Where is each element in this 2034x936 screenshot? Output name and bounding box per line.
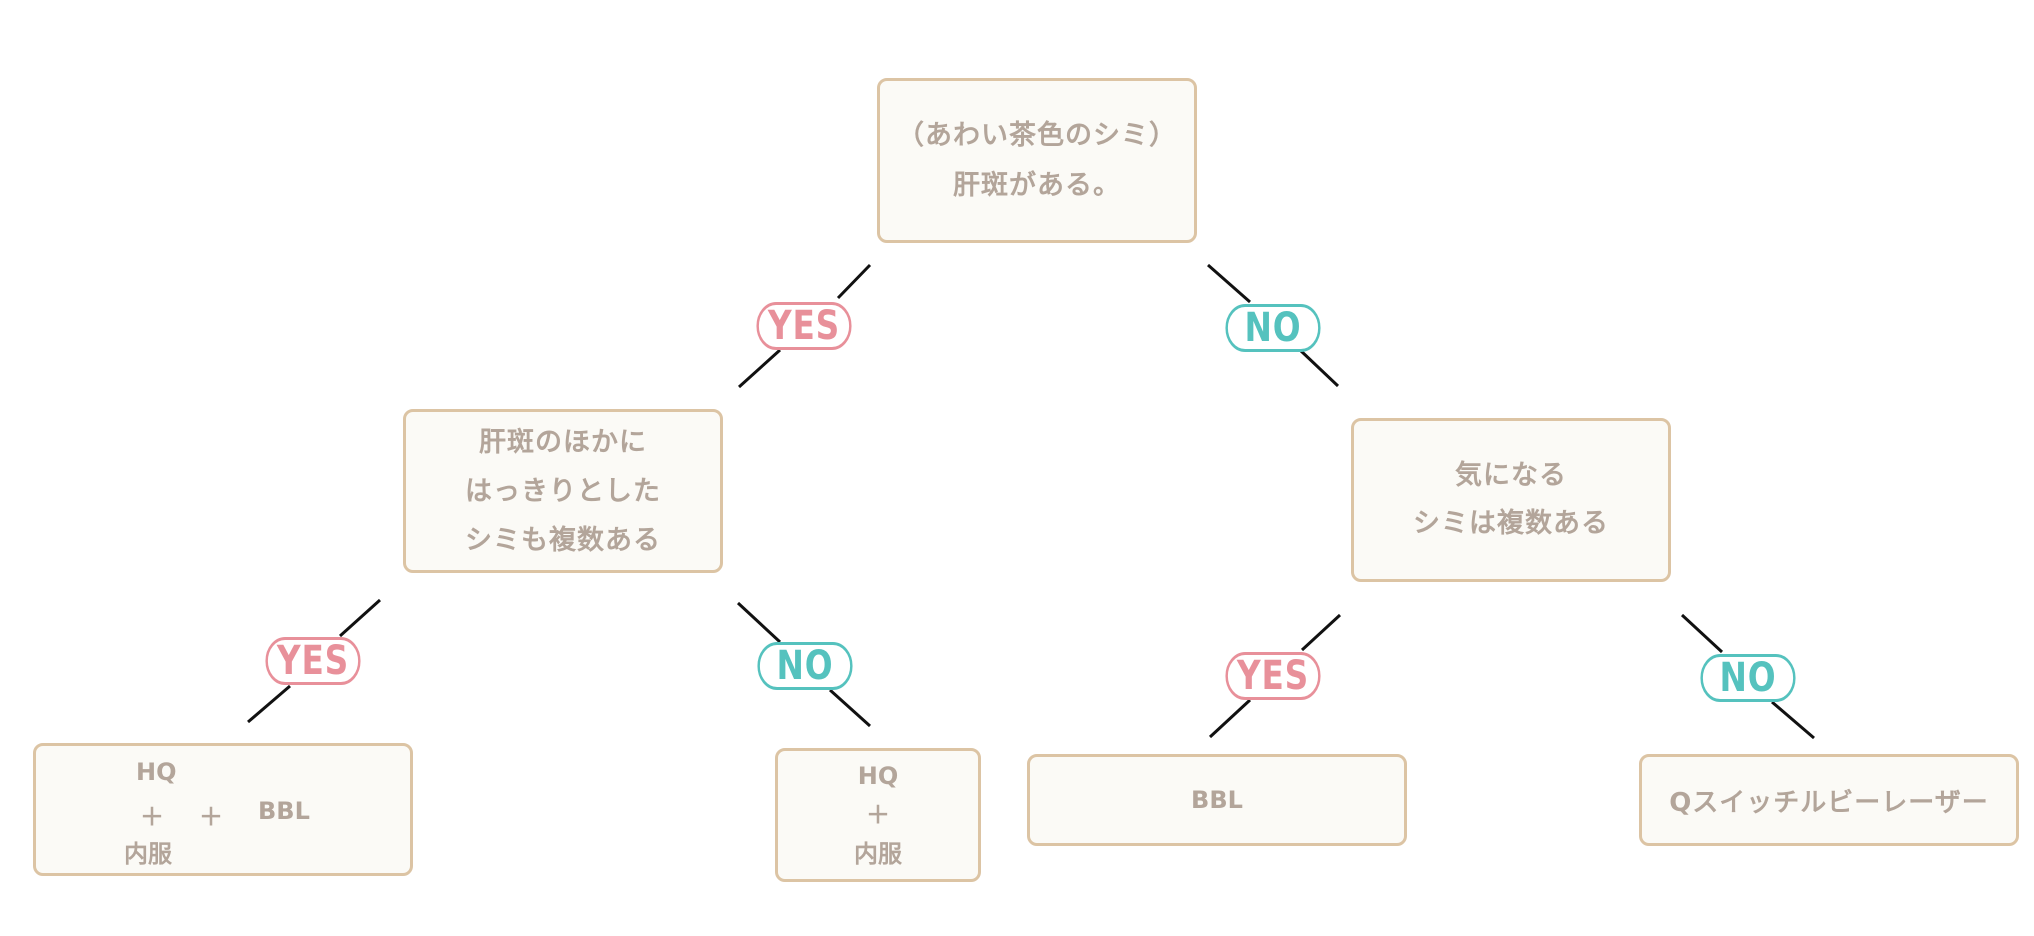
result-ll-oral: 内服 xyxy=(124,840,172,868)
result-box-q-switch-ruby-laser: Qスイッチルビーレーザー xyxy=(1639,754,2019,846)
no-label-right: NO xyxy=(1700,654,1796,702)
result-ll-plus-1: ＋ xyxy=(140,803,164,831)
result-lr-line-3: 内服 xyxy=(854,839,902,868)
result-ll-hq: HQ xyxy=(136,758,177,786)
root-question-line-1: （あわい茶色のシミ） xyxy=(897,119,1177,151)
left-question-line-1: 肝斑のほかに xyxy=(479,426,647,458)
connector-right-no-lower xyxy=(1771,700,1815,740)
connector-left-yes-lower xyxy=(247,684,291,724)
no-label-root: NO xyxy=(1225,304,1321,352)
yes-label-left: YES xyxy=(265,637,361,685)
no-label-left: NO xyxy=(757,642,853,690)
result-rl-line-1: BBL xyxy=(1191,786,1243,814)
result-lr-line-2: ＋ xyxy=(866,800,890,829)
connector-left-no-upper xyxy=(736,601,782,644)
left-question-line-2: はっきりとした xyxy=(465,475,661,507)
result-ll-plus-2: ＋ xyxy=(199,803,223,831)
result-box-hq-oral: HQ ＋ 内服 xyxy=(775,748,981,882)
connector-right-yes-lower xyxy=(1208,698,1252,739)
result-box-hq-bbl-oral: HQ ＋ ＋ BBL 内服 xyxy=(33,743,413,876)
result-box-bbl: BBL xyxy=(1027,754,1407,846)
root-question-box: （あわい茶色のシミ） 肝斑がある。 xyxy=(877,78,1197,243)
connector-root-yes-upper xyxy=(836,263,872,300)
right-question-line-2: シミは複数ある xyxy=(1413,508,1609,539)
root-question-line-2: 肝斑がある。 xyxy=(953,169,1121,201)
connector-root-yes-lower xyxy=(737,348,782,389)
connector-root-no-upper xyxy=(1207,263,1251,304)
connector-right-no-upper xyxy=(1680,613,1724,654)
connector-left-yes-upper xyxy=(338,598,382,638)
right-question-box: 気になる シミは複数ある xyxy=(1351,418,1671,582)
connector-left-no-lower xyxy=(828,688,872,728)
result-lr-line-1: HQ xyxy=(857,761,899,790)
connector-right-yes-upper xyxy=(1300,613,1342,652)
result-ll-bbl: BBL xyxy=(258,797,310,825)
connector-root-no-lower xyxy=(1298,348,1340,388)
right-question-line-1: 気になる xyxy=(1455,460,1567,491)
yes-label-right: YES xyxy=(1225,652,1321,700)
result-rr-line-1: Qスイッチルビーレーザー xyxy=(1669,787,1989,818)
left-question-box: 肝斑のほかに はっきりとした シミも複数ある xyxy=(403,409,723,573)
left-question-line-3: シミも複数ある xyxy=(465,524,661,556)
yes-label-root: YES xyxy=(756,302,852,350)
